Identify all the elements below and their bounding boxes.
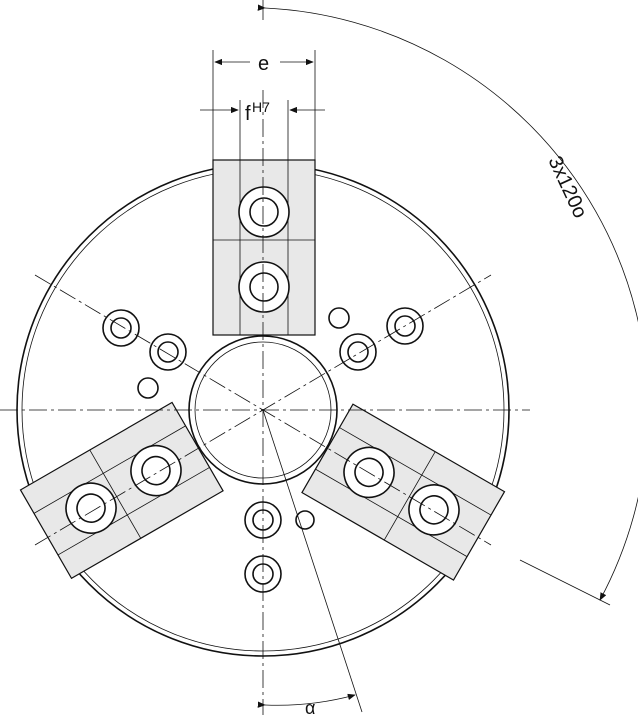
alpha-label: α <box>305 698 315 718</box>
dimension-f-label: f <box>245 103 251 125</box>
angle-label: 3x120o <box>543 153 591 222</box>
jaw-top <box>212 159 316 336</box>
tolerance-label: H7 <box>252 99 270 115</box>
dimension-e-label: e <box>258 53 269 75</box>
